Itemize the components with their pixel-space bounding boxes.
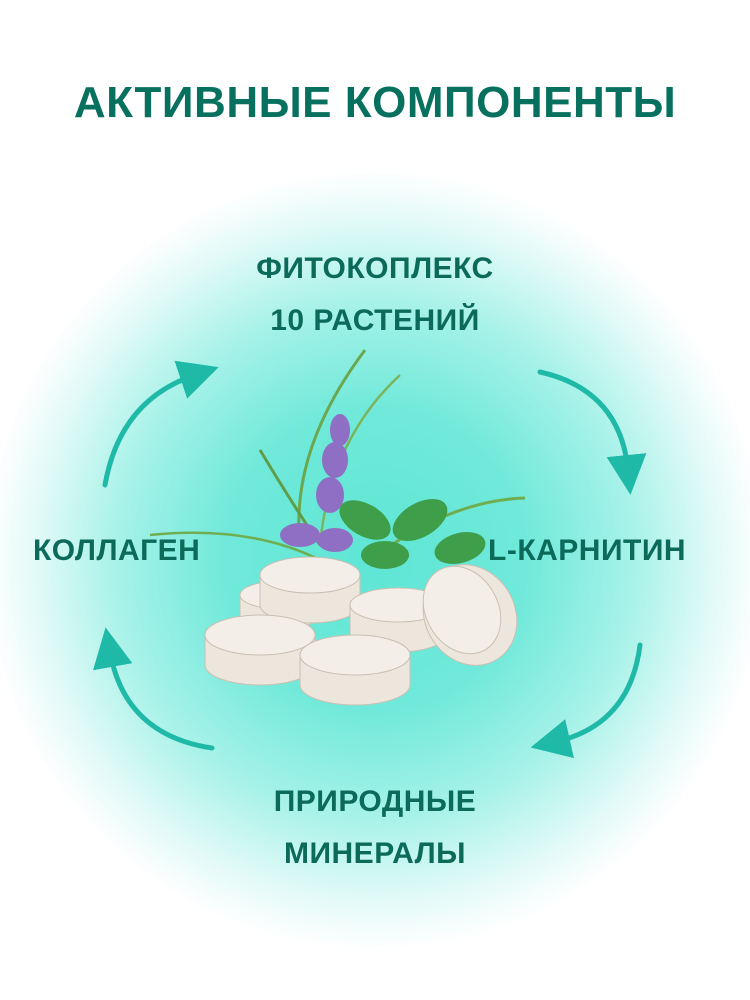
component-label: 10 РАСТЕНИЙ [270,304,480,337]
herb-plant-icon [149,349,526,569]
component-label: ФИТОКОПЛЕКС [256,252,494,285]
component-l-carnitine: L-КАРНИТИН [488,534,687,567]
component-minerals: ПРИРОДНЫЕ МИНЕРАЛЫ [175,776,575,880]
cycle-arrow-icon [92,360,647,759]
page-title: АКТИВНЫЕ КОМПОНЕНТЫ [73,78,677,127]
component-label: ПРИРОДНЫЕ [273,785,477,818]
component-label: МИНЕРАЛЫ [283,837,467,870]
component-phytocomplex: ФИТОКОПЛЕКС 10 РАСТЕНИЙ [175,243,575,347]
tablets-image [204,556,518,706]
component-collagen: КОЛЛАГЕН [33,534,201,567]
